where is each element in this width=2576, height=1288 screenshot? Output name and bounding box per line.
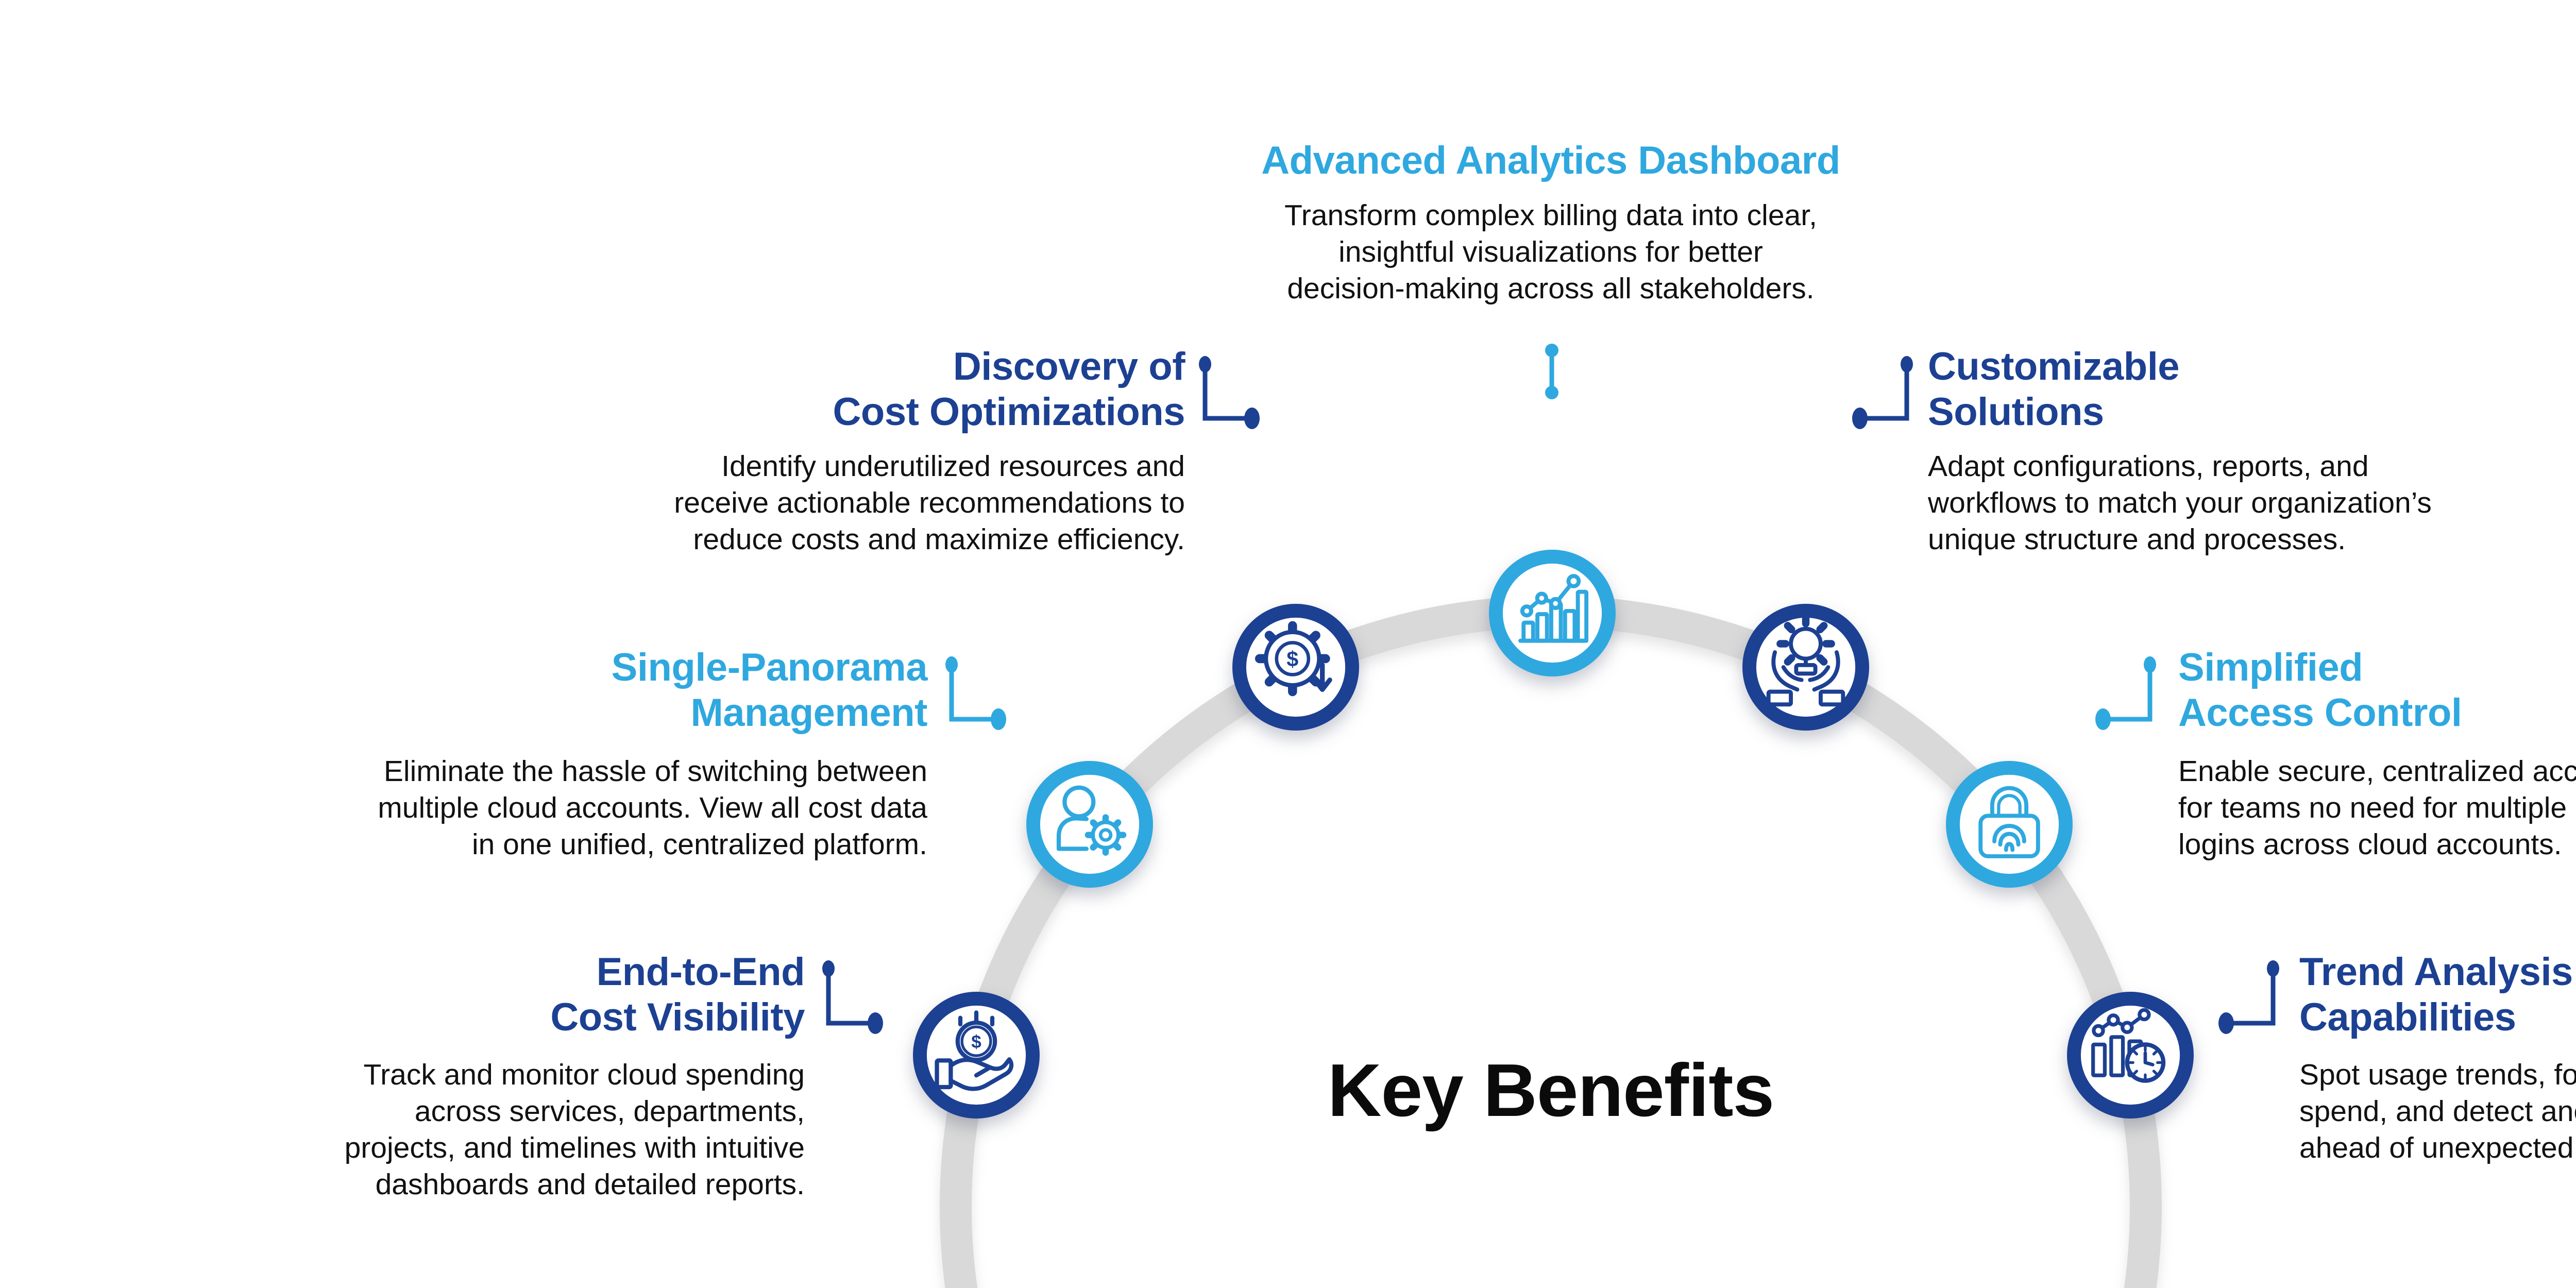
dollar-glyph: $ [1286,647,1298,671]
benefit-description: Adapt configurations, reports, and workf… [1928,448,2576,558]
hand-dollar-coin-icon: $ [912,991,1040,1119]
dollar-glyph: $ [971,1032,981,1052]
fingerprint-padlock-icon [1945,760,2073,888]
text-line: workflows to match your organization’s [1928,486,2432,519]
text-line: spend, and detect anomalies to stay [2299,1095,2576,1128]
benefit-end-to-end-cost-visibility: End-to-End Cost Visibility Track and mon… [155,950,805,1203]
text-line: Adapt configurations, reports, and [1928,450,2369,483]
connector-customizable [1852,356,1913,429]
benefit-title: Customizable Solutions [1928,344,2576,435]
benefit-single-panorama-management: Single-Panorama Management Eliminate the… [206,645,927,863]
text-line: across services, departments, [414,1095,805,1128]
benefit-title-line: Cost Visibility [550,995,805,1039]
text-line: ahead of unexpected cost spikes. [2299,1131,2576,1164]
benefit-title-line: Management [690,691,927,735]
benefit-title-line: Advanced Analytics Dashboard [1261,139,1840,182]
text-line: in one unified, centralized platform. [471,828,927,861]
benefit-discovery-of-cost-optimizations: Discovery of Cost Optimizations Identify… [464,344,1185,558]
text-line: multiple cloud accounts. View all cost d… [378,791,927,824]
benefit-title-line: Discovery of [953,345,1185,388]
benefit-title: Simplified Access Control [2178,645,2576,736]
benefit-title: End-to-End Cost Visibility [155,950,805,1040]
text-line: for teams no need for multiple [2178,791,2567,824]
benefit-title-line: Single-Panorama [611,646,928,689]
user-gear-icon [1026,760,1154,888]
text-line: Track and monitor cloud spending [363,1058,805,1091]
connector-simplified-access [2095,656,2156,730]
benefit-title-line: Simplified [2178,646,2363,689]
benefit-description: Eliminate the hassle of switching betwee… [206,753,927,863]
text-line: unique structure and processes. [1928,523,2346,556]
benefit-trend-analysis-capabilities: Trend Analysis Capabilities Spot usage t… [2299,950,2576,1166]
text-line: Enable secure, centralized access [2178,755,2576,788]
page-title: Key Benefits [1327,1048,1774,1132]
benefit-description: Spot usage trends, forecast future spend… [2299,1057,2576,1166]
connector-end-to-end [822,960,883,1034]
benefit-title-line: End-to-End [596,950,805,994]
connector-discovery [1199,356,1260,429]
text-line: Transform complex billing data into clea… [1284,199,1817,232]
text-line: receive actionable recommendations to [674,486,1185,519]
benefit-title-line: Capabilities [2299,995,2516,1039]
benefit-title: Discovery of Cost Optimizations [464,344,1185,435]
growth-bar-chart-icon [1488,549,1616,677]
text-line: insightful visualizations for better [1338,235,1763,268]
benefit-title-line: Cost Optimizations [833,390,1185,434]
connector-trend-analysis [2218,960,2279,1034]
arc-ring [940,596,2162,1288]
benefit-customizable-solutions: Customizable Solutions Adapt configurati… [1928,344,2576,558]
benefit-title-line: Customizable [1928,345,2180,388]
hands-holding-idea-bulb-icon [1742,603,1870,731]
connector-advanced-analytics [1545,344,1558,399]
benefit-description: Track and monitor cloud spending across … [155,1057,805,1203]
benefit-title: Single-Panorama Management [206,645,928,736]
connector-single-panorama [945,656,1006,730]
benefit-title-line: Solutions [1928,390,2104,434]
benefit-description: Enable secure, centralized access for te… [2178,753,2576,863]
text-line: reduce costs and maximize efficiency. [693,523,1185,556]
benefit-advanced-analytics: Advanced Analytics Dashboard Transform c… [1151,138,1950,307]
text-line: Eliminate the hassle of switching betwee… [383,755,927,788]
benefit-title-line: Trend Analysis [2299,950,2573,994]
text-line: Spot usage trends, forecast future [2299,1058,2576,1091]
gear-dollar-arrow-icon: $ [1232,603,1360,731]
benefit-description: Transform complex billing data into clea… [1151,197,1950,307]
benefit-title: Advanced Analytics Dashboard [1151,138,1950,183]
benefit-description: Identify underutilized resources and rec… [464,448,1185,558]
text-line: decision-making across all stakeholders. [1287,272,1815,305]
text-line: logins across cloud accounts. [2178,828,2562,861]
trend-chart-clock-icon [2066,991,2194,1119]
benefit-title: Trend Analysis Capabilities [2299,950,2576,1040]
text-line: projects, and timelines with intuitive [344,1131,805,1164]
text-line: Identify underutilized resources and [721,450,1185,483]
benefit-simplified-access-control: Simplified Access Control Enable secure,… [2178,645,2576,863]
benefit-title-line: Access Control [2178,691,2462,735]
text-line: dashboards and detailed reports. [375,1168,805,1201]
